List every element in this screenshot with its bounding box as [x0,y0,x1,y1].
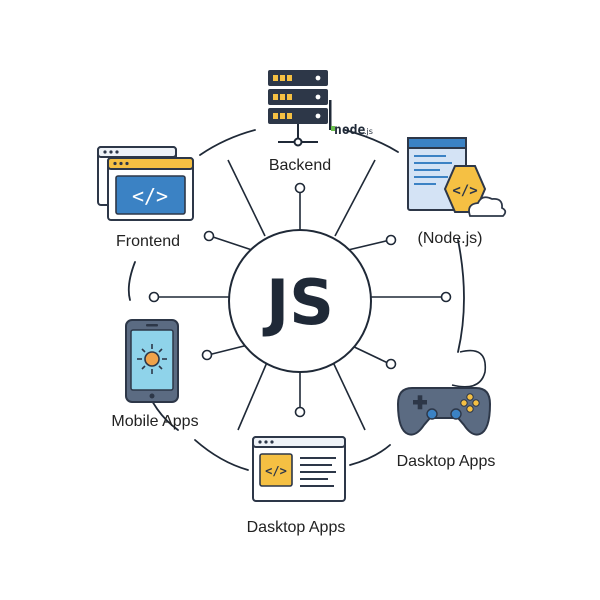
label-node: (Node.js) [418,230,483,247]
js-hub-circle [228,229,372,373]
nodejs-logo: node .js [329,100,373,138]
nodejs-logo-suffix: .js [364,127,373,136]
label-desktop-right: Dasktop Apps [397,453,496,470]
code-window-icon: </> [97,146,194,221]
smartphone-icon [125,319,179,403]
spokes [155,159,445,431]
controller-cable [451,349,487,388]
node-code-glyph: </> [452,183,477,199]
label-backend: Backend [269,157,331,174]
gamepad-icon [396,387,492,436]
frontend-code-glyph: </> [132,184,168,208]
node-code-window-icon: </> [407,137,507,217]
nodejs-logo-main: node [334,123,365,138]
label-desktop-bottom: Dasktop Apps [247,519,346,536]
desktop-window-icon: </> [252,436,346,502]
label-mobile: Mobile Apps [111,413,198,430]
js-hub-label: JS [262,266,334,339]
spoke-end-dots [148,182,452,418]
server-icon [268,70,328,147]
desktop-code-glyph: </> [265,464,287,478]
label-frontend: Frontend [116,233,180,250]
